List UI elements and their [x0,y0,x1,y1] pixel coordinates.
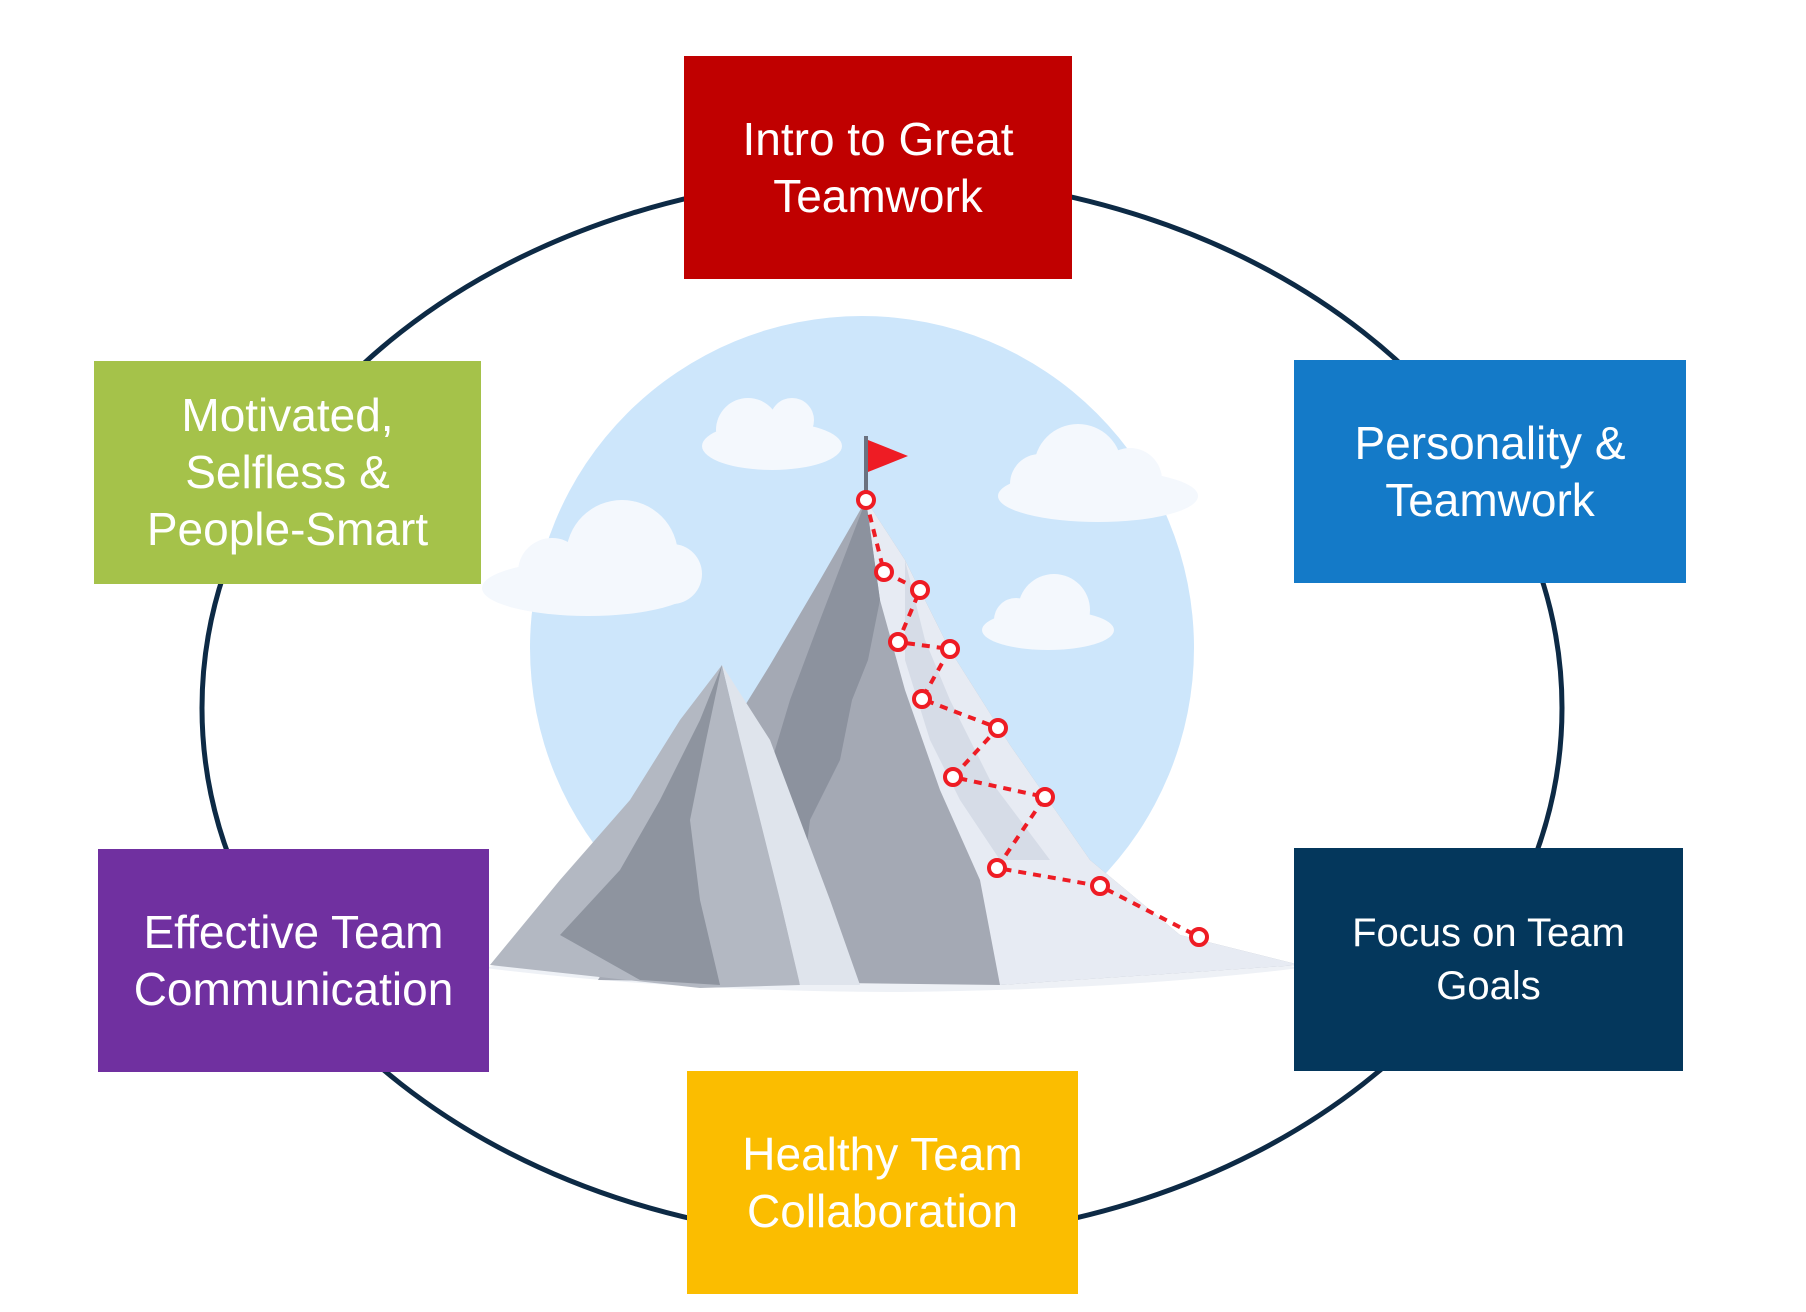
stage-box-effective: Effective Team Communication [98,849,489,1072]
route-waypoint [987,858,1007,878]
stage-label: Personality & Teamwork [1354,416,1626,526]
stage-label: Motivated, Selfless & People-Smart [146,389,429,555]
route-waypoint [874,562,894,582]
stage-label: Intro to Great Teamwork [742,112,1014,222]
route-waypoints [856,490,1209,947]
flag-icon [868,440,908,472]
stage-box-intro: Intro to Great Teamwork [684,56,1072,279]
stage-box-personality: Personality & Teamwork [1294,360,1686,583]
route-waypoint [912,689,932,709]
route-waypoint [888,632,908,652]
route-waypoint [988,718,1008,738]
stage-box-healthy: Healthy Team Collaboration [687,1071,1078,1294]
stage-box-motivated: Motivated, Selfless & People-Smart [94,361,481,584]
route-waypoint [1090,876,1110,896]
route-waypoint [1035,787,1055,807]
stage-label: Healthy Team Collaboration [742,1127,1023,1237]
route-waypoint [910,580,930,600]
stage-box-focus: Focus on Team Goals [1294,848,1683,1071]
mountain-summit-icon [482,316,1300,992]
stage-label: Effective Team Communication [133,905,454,1015]
route-waypoint [943,767,963,787]
route-waypoint [940,639,960,659]
route-waypoint [1189,927,1209,947]
route-waypoint [856,490,876,510]
stage-label: Focus on Team Goals [1352,910,1625,1008]
cloud-icon [482,398,1198,650]
